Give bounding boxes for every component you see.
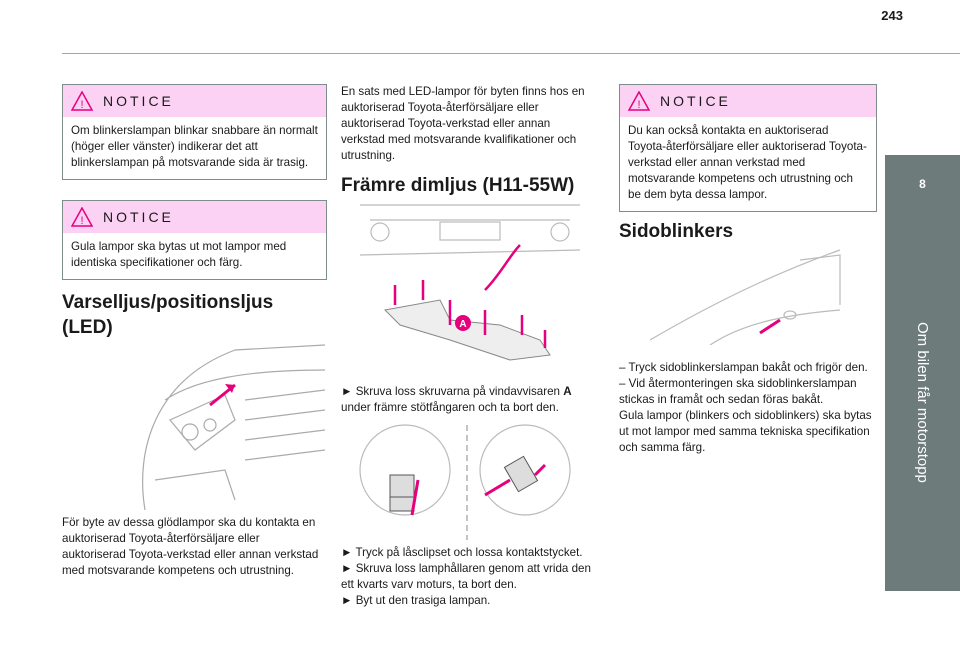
fog-light-illustration: A [359,200,581,370]
chapter-title: Om bilen får motorstopp [914,321,931,483]
ref-a: A [563,385,572,398]
notice-text: Om blinkerslampan blinkar snabbare än no… [71,124,318,169]
instruction-1: – Tryck sidoblinkerslampan bakåt och fri… [619,361,868,374]
notice-text: Gula lampor ska bytas ut mot lampor med … [71,240,287,269]
notice-box: ! NOTICE Du kan också kontakta en auktori… [619,84,877,212]
intro-text: En sats med LED-lampor för byten finns h… [341,85,585,162]
bulb-holder-illustration [350,420,590,540]
side-indicator-illustration [649,245,845,346]
step-3: ► Skruva loss lamphållaren genom att vri… [341,562,591,591]
section-heading: Varselljus/positionsljus (LED) [62,292,274,338]
chapter-tab[interactable]: 8 [885,155,960,213]
page-number: 243 [881,8,903,23]
step-text: ► Skruva loss skruvarna på vindavvisaren… [341,384,601,416]
notice-box: ! NOTICE Gula lampor ska bytas ut mot lam… [62,200,327,280]
body-text: För byte av dessa glödlampor ska du kont… [62,516,319,577]
section-heading: Främre dimljus (H11-55W) [341,175,575,196]
notice-label: NOTICE [660,93,731,109]
step-1: ► Skruva loss skruvarna på vindavvisaren [341,385,564,398]
warning-icon: ! [71,207,93,227]
chapter-sidebar [885,213,960,591]
notice-text: Du kan också kontakta en auktoriserad To… [628,124,867,201]
callout-a: A [459,319,466,330]
notice-label: NOTICE [103,93,174,109]
section-heading: Sidoblinkers [619,221,734,242]
svg-text:!: ! [80,215,83,227]
step-4: ► Byt ut den trasiga lampan. [341,594,491,607]
headlight-illustration [115,340,326,511]
step-1-cont: under främre stötfångaren och ta bort de… [341,401,559,414]
svg-text:!: ! [637,99,640,111]
svg-text:!: ! [80,99,83,111]
warning-icon: ! [71,91,93,111]
notice-box: ! NOTICE Om blinkerslampan blinkar snabba… [62,84,327,180]
warning-icon: ! [628,91,650,111]
header-divider [62,53,960,54]
step-2: ► Tryck på låsclipset och lossa kontakts… [341,546,583,559]
instruction-2: – Vid återmonteringen ska sidoblinkersla… [619,377,857,406]
note-text: Gula lampor (blinkers och sidoblinkers) … [619,409,872,454]
notice-label: NOTICE [103,209,174,225]
